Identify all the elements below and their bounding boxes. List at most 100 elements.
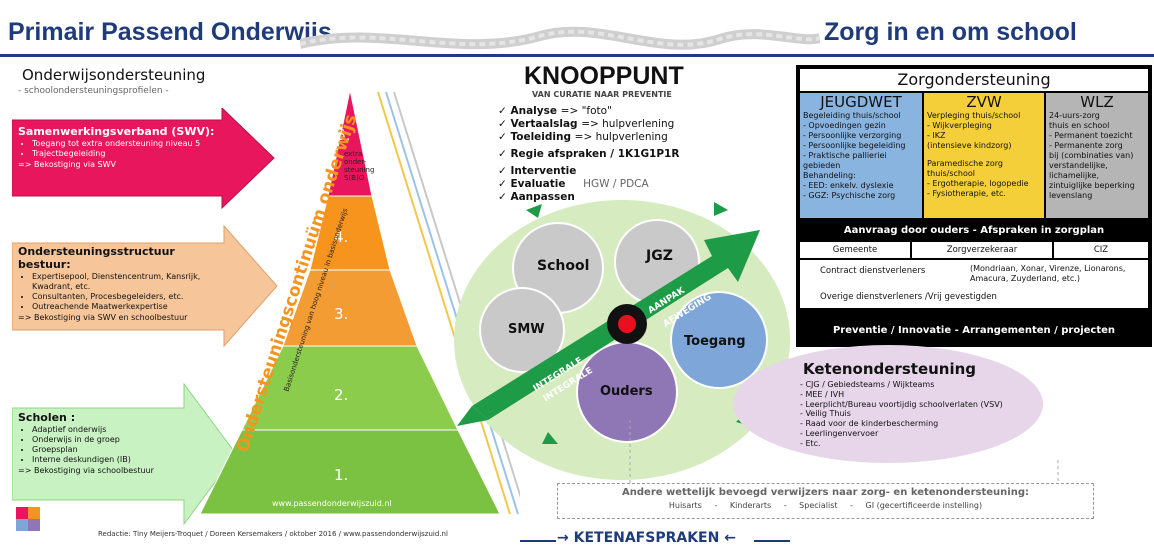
circle-smw xyxy=(479,287,565,373)
list-item: - Veilig Thuis xyxy=(800,409,851,419)
list-item: - Leerplicht/Bureau voortijdig schoolver… xyxy=(800,399,1003,409)
zorg-title: Zorgondersteuning xyxy=(800,69,1148,91)
arrow-scholen: Scholen : Adaptief onderwijs Onderwijs i… xyxy=(18,412,188,477)
circle-toegang-label: Toegang xyxy=(684,334,746,349)
list-item: Groepsplan xyxy=(32,445,188,455)
column-line: - Permanent toezicht xyxy=(1049,131,1133,140)
pyramid-level-4-label: 4. xyxy=(334,228,349,246)
zorg-gemeente: Gemeente xyxy=(800,242,910,258)
zorg-zorgverzekeraar: Zorgverzekeraar xyxy=(912,242,1052,258)
zorg-ciz: CIZ xyxy=(1054,242,1148,258)
list-item: Toegang tot extra ondersteuning niveau 5 xyxy=(32,139,218,149)
arrow-scholen-title: Scholen : xyxy=(18,411,76,424)
logo-mark xyxy=(16,507,40,531)
circle-ouders-label: Ouders xyxy=(600,384,653,399)
arrow-swv-title: Samenwerkingsverband (SWV): xyxy=(18,125,215,138)
andere-title: Andere wettelijk bevoegd verwijzers naar… xyxy=(622,487,1029,498)
list-item: - Raad voor de kinderbescherming xyxy=(800,419,939,429)
arrow-bestuur-title: Ondersteuningsstructuur bestuur: xyxy=(18,245,175,271)
list-item: Trajectbegeleiding xyxy=(32,149,218,159)
rope-decoration xyxy=(300,26,820,50)
pyramid-url: www.passendonderwijszuid.nl xyxy=(272,499,392,508)
column-line: Paramedische zorg xyxy=(927,159,1003,168)
list-item: Onderwijs in de groep xyxy=(32,435,188,445)
zorg-preventie: Preventie / Innovatie - Arrangementen / … xyxy=(832,325,1116,336)
list-item: Kinderarts xyxy=(729,501,772,510)
check-item: ✓ Regie afspraken / 1K1G1P1R xyxy=(498,148,680,160)
column-line: (intensieve kindzorg) xyxy=(927,141,1012,150)
column-line: - Praktische pallieriei gebieden xyxy=(803,151,887,170)
list-item: - MEE / IVH xyxy=(800,389,845,399)
arrow-swv: Samenwerkingsverband (SWV): Toegang tot … xyxy=(18,126,218,171)
ring-arrow xyxy=(526,204,542,218)
circle-school-label: School xyxy=(537,258,590,274)
column-line: - Ergotherapie, logopedie xyxy=(927,179,1029,188)
list-item: Interne deskundigen (IB) xyxy=(32,455,188,465)
zorg-contract: Contract dienstverleners xyxy=(820,266,926,276)
column-line: - Fysiotherapie, etc. xyxy=(927,189,1006,198)
column-line: - IKZ xyxy=(927,131,946,140)
andere-box: Andere wettelijk bevoegd verwijzers naar… xyxy=(557,483,1094,519)
column-line: - Persoonlijke begeleiding xyxy=(803,141,906,150)
column-title: ZVW xyxy=(966,93,1002,111)
right-title: Zorg in en om school xyxy=(824,18,1077,46)
column-line: thuis en school xyxy=(1049,121,1110,130)
left-panel-title: Onderwijsondersteuning xyxy=(22,66,206,84)
list-item: - Leerlingenvervoer xyxy=(800,428,879,438)
header-divider xyxy=(0,54,1154,57)
left-arrows xyxy=(12,108,278,526)
circle-cluster xyxy=(454,200,790,480)
knooppunt-title: KNOOPPUNT xyxy=(524,62,684,90)
circle-jgz-label: JGZ xyxy=(646,248,673,264)
column-title: JEUGDWET xyxy=(820,93,902,111)
zorg-dienstverleners: Contract dienstverleners (Mondriaan, Xon… xyxy=(800,260,1148,308)
column-spacer xyxy=(927,151,1041,159)
knooppunt-checks: ✓ Analyse => "foto" ✓ Vertaalslag => hul… xyxy=(498,105,679,204)
list-item: Outreachende Maatwerkexpertise xyxy=(32,302,228,312)
column-line: - EED: enkelv. dyslexie xyxy=(803,181,894,190)
column-line: - Permanente zorg xyxy=(1049,141,1123,150)
zorg-column-jeugdwet: JEUGDWET Begeleiding thuis/school - Opvo… xyxy=(800,93,922,218)
pyramid-level-5-text: extra onder-steuning S(B)O xyxy=(344,150,375,182)
column-line: Verpleging thuis/school xyxy=(927,111,1021,120)
keten-list: - CJG / Gebiedsteams / Wijkteams - MEE /… xyxy=(800,380,1003,449)
arrow-bestuur: Ondersteuningsstructuur bestuur: Experti… xyxy=(18,246,228,324)
column-line: - Wijkverpleging xyxy=(927,121,992,130)
column-line: zintuiglijke beperking xyxy=(1049,181,1135,190)
center-dot xyxy=(618,315,636,333)
zorg-contract-names: (Mondriaan, Xonar, Virenze, Lionarons, A… xyxy=(970,264,1126,283)
keten-title: Ketenondersteuning xyxy=(803,360,977,378)
column-line: - Opvoedingen gezin xyxy=(803,121,886,130)
circle-smw-label: SMW xyxy=(508,322,545,337)
check-item: ✓ Aanpassen xyxy=(498,191,575,203)
arrow-scholen-list: Adaptief onderwijs Onderwijs in de groep… xyxy=(18,425,188,465)
check-item: ✓ Analyse => "foto" xyxy=(498,105,612,117)
pyramid-level-5 xyxy=(327,89,373,197)
arrow-scholen-shape xyxy=(12,382,237,526)
check-item: ✓ Interventie xyxy=(498,165,577,177)
check-item: ✓ Vertaalslag => hulpverlening xyxy=(498,118,675,130)
list-item: Huisarts xyxy=(668,501,702,510)
column-line: levenslang xyxy=(1049,191,1093,200)
beam-line xyxy=(385,91,519,515)
logo xyxy=(14,505,74,539)
ring-arrow xyxy=(714,202,728,216)
column-title: WLZ xyxy=(1080,93,1114,111)
list-item: Expertisepool, Dienstencentrum, Kansrijk… xyxy=(32,272,228,292)
knooppunt-subtitle: VAN CURATIE NAAR PREVENTIE xyxy=(532,90,672,99)
column-line: bij (combinaties van) xyxy=(1049,151,1134,160)
arrow-swv-footer: => Bekostiging via SWV xyxy=(18,160,116,169)
arrow-scholen-footer: => Bekostiging via schoolbestuur xyxy=(18,466,154,475)
arrow-swv-list: Toegang tot extra ondersteuning niveau 5… xyxy=(18,139,218,159)
list-item: Adaptief onderwijs xyxy=(32,425,188,435)
list-item: Specialist xyxy=(799,501,838,510)
left-title: Primair Passend Onderwijs xyxy=(8,18,332,46)
pyramid xyxy=(200,89,520,515)
column-line: - GGZ: Psychische zorg xyxy=(803,191,896,200)
footer-credit: Redactie: Tiny Meijers-Troquet / Doreen … xyxy=(98,530,448,538)
list-item: - CJG / Gebiedsteams / Wijkteams xyxy=(800,380,935,389)
ring-arrow xyxy=(542,432,558,444)
pyramid-level-1-label: 1. xyxy=(334,466,349,484)
column-line: lichamelijke, xyxy=(1049,171,1100,180)
list-item: - Etc. xyxy=(800,438,821,448)
